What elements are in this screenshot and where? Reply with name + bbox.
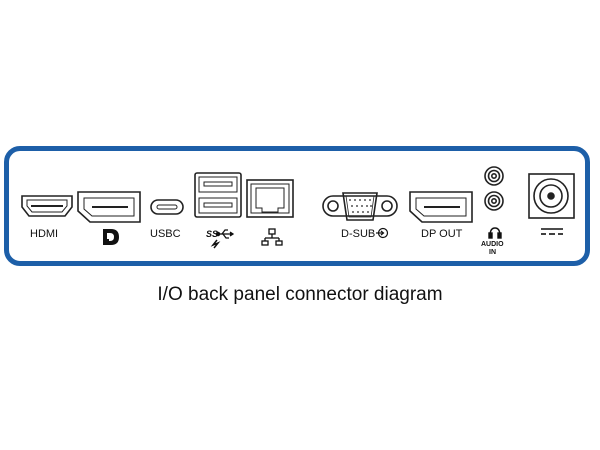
usbc-label: USBC (150, 228, 181, 240)
displayport-logo-icon (103, 229, 119, 245)
diagram-caption: I/O back panel connector diagram (157, 284, 443, 305)
network-icon (261, 228, 283, 246)
dp-out-label: DP OUT (421, 228, 463, 240)
displayport-in-port-icon (77, 191, 141, 223)
headphone-icon (488, 227, 502, 239)
d-sub-port-icon (322, 192, 398, 221)
ethernet-port-icon (246, 179, 294, 218)
hdmi-label: HDMI (30, 228, 59, 240)
dc-power-jack-icon (528, 173, 575, 219)
hdmi-port-icon (21, 195, 73, 217)
svg-text:SS: SS (206, 229, 218, 239)
usb-c-port-icon (150, 199, 184, 215)
dc-power-icon (541, 228, 563, 235)
d-sub-label: D-SUB (341, 228, 376, 240)
audio-label: AUDIO (481, 241, 504, 248)
input-arrow-icon (376, 227, 389, 239)
usb-a-ports-icon (194, 172, 242, 218)
audio-jacks-icon (484, 166, 504, 211)
usb-superspeed-charging-icon: SS (206, 229, 235, 249)
displayport-out-port-icon (409, 191, 473, 223)
audio-in-label: IN (489, 249, 496, 256)
